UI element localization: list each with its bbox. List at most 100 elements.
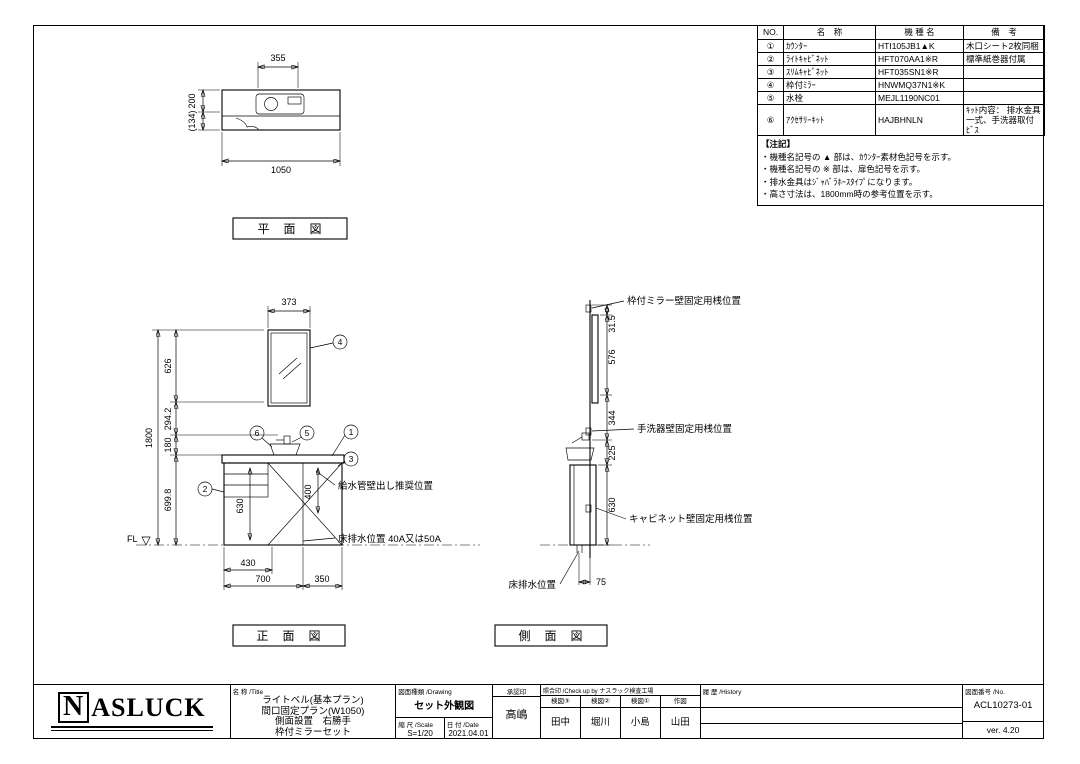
dim-400: 400	[303, 484, 313, 499]
approver-label: 承認印	[493, 685, 540, 697]
plan-counter-outline	[221, 89, 341, 131]
dim-200: 200	[187, 93, 197, 108]
scale-cell: 縮 尺 /Scale S=1/20	[396, 718, 445, 738]
front-towel-niche	[223, 462, 269, 498]
callout-6: 6	[255, 428, 260, 438]
part-name: ﾗｲﾄｷｬﾋﾞﾈｯﾄ	[783, 52, 876, 66]
part-no: ⑤	[757, 91, 784, 105]
note-line: ・排水金具はｼﾞｬﾊﾞﾗﾎｰｽﾀｲﾌﾟになります。	[761, 176, 918, 187]
scale-date-row: 縮 尺 /Scale S=1/20 日 付 /Date 2021.04.01	[396, 717, 493, 738]
callout-3: 3	[349, 454, 354, 464]
dim-344: 344	[607, 410, 617, 425]
title-line: 間口固定プラン(W1050)	[261, 705, 365, 717]
plan-label-box	[232, 217, 348, 240]
label-floor-drain-front: 床排水位置 40A又は50A	[338, 533, 442, 545]
part-name: ｶｳﾝﾀｰ	[783, 39, 876, 53]
label-cabinet-rail: キャビネット壁固定用桟位置	[629, 513, 753, 525]
dim-1800: 1800	[144, 428, 154, 448]
callout-2: 2	[203, 484, 208, 494]
table-row: ③ ｽﾘﾑｷｬﾋﾞﾈｯﾄ HFT035SN1※R	[757, 65, 1045, 79]
check-role: 検図②	[580, 696, 620, 708]
history-cell: 履 歴 /History	[700, 685, 964, 738]
part-model: MEJL1190NC01	[875, 91, 964, 105]
note-line: ・機種名記号の ※ 部は、扉色記号を示す。	[761, 164, 925, 175]
check-name: 山田	[670, 717, 690, 728]
history-rule	[700, 707, 963, 708]
part-name: 水栓	[783, 91, 876, 105]
check-name: 小島	[630, 717, 650, 728]
callout-circle-6	[249, 425, 265, 441]
approver-name: 高嶋	[505, 709, 528, 721]
dim-294-2: 294.2	[163, 408, 173, 431]
drawing-type-value: セット外観図	[414, 701, 475, 712]
approver-cell: 承認印 高嶋	[493, 685, 541, 738]
part-no: ②	[757, 52, 784, 66]
plan-view-label: 平 面 図	[257, 222, 322, 236]
table-row: ② ﾗｲﾄｷｬﾋﾞﾈｯﾄ HFT070AA1※R 標準紙巻器付属	[757, 52, 1045, 66]
check-name: 田中	[550, 717, 570, 728]
drawing-number-cell: 図面番号 /No. ACL10273-01 ver. 4.20	[963, 685, 1044, 738]
dim-373: 373	[281, 297, 296, 307]
check-name: 堀川	[590, 717, 610, 728]
drawing-type-label: 図面種類 /Drawing	[398, 689, 452, 696]
table-row: ④ 枠付ﾐﾗｰ HNWMQ37N1※K	[757, 78, 1045, 92]
col-no: NO.	[757, 25, 784, 40]
plan-towel-ring	[235, 117, 260, 131]
date-cell: 日 付 /Date 2021.04.01	[445, 718, 492, 738]
check-col: 検図② 堀川	[580, 696, 621, 738]
history-label: 履 歴 /History	[702, 689, 742, 696]
front-left-dimensions: 626 294.2 180 699.8 1800	[144, 330, 278, 545]
part-no: ④	[757, 78, 784, 92]
table-row: ① ｶｳﾝﾀｰ HTI105JB1▲K 木口シート2枚同梱	[757, 39, 1045, 53]
dim-225: 225	[607, 445, 617, 460]
dim-134: (134)	[187, 110, 197, 131]
side-label-box	[494, 624, 608, 647]
dim-31-5: 31.5	[607, 315, 617, 333]
notes-box: 【注記】 ・機種名記号の ▲ 部は、ｶｳﾝﾀｰ素材色記号を示す。 ・機種名記号の…	[757, 136, 1044, 206]
part-remarks	[963, 91, 1045, 105]
check-col: 検図① 小島	[620, 696, 661, 738]
part-model: HAJBHNLN	[875, 103, 964, 137]
part-no: ③	[757, 65, 784, 79]
front-bottom-dimensions: 430 700 350	[224, 547, 342, 590]
front-basin	[269, 443, 301, 456]
note-line: ・高さ寸法は、1800mm時の参考位置を示す。	[761, 189, 938, 200]
side-view: 31.5 576 344 225 630 枠付ミラー壁固定用桟位置 手洗器壁固定…	[494, 295, 753, 647]
callout-circle-5	[299, 425, 315, 441]
logo-n-mark: N	[58, 692, 90, 723]
front-view-label: 正 面 図	[256, 629, 321, 643]
part-name: ｱｸｾｻﾘｰｷｯﾄ	[783, 103, 876, 137]
logo-text: ASLUCK	[91, 692, 206, 722]
dim-576: 576	[607, 349, 617, 364]
front-faucet	[283, 435, 291, 445]
plan-faucet	[287, 96, 302, 105]
title-label: 名 称 /Title	[232, 689, 264, 696]
part-name: 枠付ﾐﾗｰ	[783, 78, 876, 92]
side-faucet	[581, 432, 590, 441]
front-view: 373 4 630 400 6 5	[127, 297, 480, 647]
col-model: 機 種 名	[875, 25, 964, 40]
dim-350: 350	[314, 574, 329, 584]
parts-header-row: NO. 名 称 機 種 名 備 考	[757, 25, 1045, 40]
part-remarks	[963, 78, 1045, 92]
callout-circle-2	[197, 481, 213, 497]
part-model: HFT070AA1※R	[875, 52, 964, 66]
check-columns: 検図③ 田中 検図② 堀川 検図① 小島 作図 山田	[541, 695, 700, 738]
check-col: 検図③ 田中	[541, 696, 581, 738]
side-basin	[565, 447, 595, 461]
side-rail-basin	[585, 427, 592, 436]
part-model: HTI105JB1▲K	[875, 39, 964, 53]
label-floor-drain-side: 床排水位置	[508, 579, 556, 591]
side-view-label: 側 面 図	[518, 629, 583, 643]
callout-1: 1	[349, 427, 354, 437]
table-row: ⑤ 水栓 MEJL1190NC01	[757, 91, 1045, 105]
part-no: ⑥	[757, 103, 784, 137]
side-rail-top	[585, 304, 592, 313]
title-line: 枠付ミラーセット	[274, 726, 351, 738]
drawing-title: ライトベル(基本プラン) 間口固定プラン(W1050) 側面設置 右勝手 枠付ミ…	[231, 695, 396, 738]
label-mirror-rail: 枠付ミラー壁固定用桟位置	[627, 295, 741, 307]
check-label: 照合印 /Check up by ナスラック検査工場	[543, 689, 654, 695]
label-supply-position: 給水管壁出し推奨位置	[338, 480, 433, 492]
